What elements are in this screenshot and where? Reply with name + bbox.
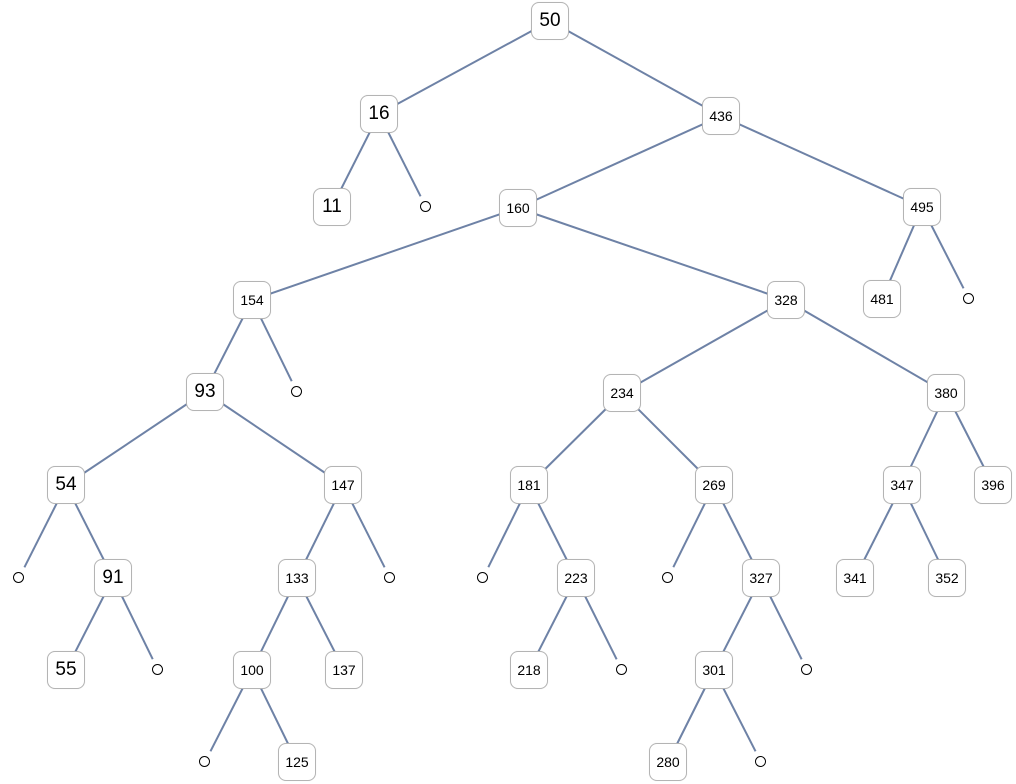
tree-node: 347 [883, 466, 921, 504]
tree-node: 223 [557, 559, 595, 597]
tree-node: 11 [313, 188, 351, 226]
tree-node: 137 [325, 651, 363, 689]
tree-node: 352 [928, 559, 966, 597]
tree-node: 481 [863, 280, 901, 318]
tree-node: 160 [499, 189, 537, 227]
empty-leaf-icon [662, 572, 673, 583]
tree-node: 91 [94, 559, 132, 597]
empty-leaf-icon [384, 572, 395, 583]
empty-leaf-icon [199, 756, 210, 767]
tree-edge [65, 391, 206, 486]
tree-node: 100 [233, 651, 271, 689]
tree-edge [251, 207, 519, 301]
empty-leaf-icon [616, 664, 627, 675]
tree-edge [720, 115, 923, 208]
tree-edge [204, 391, 344, 486]
tree-node: 50 [531, 2, 569, 40]
tree-node: 396 [974, 466, 1012, 504]
tree-node: 234 [603, 374, 641, 412]
empty-leaf-icon [420, 201, 431, 212]
tree-node: 380 [927, 374, 965, 412]
empty-leaf-icon [755, 756, 766, 767]
empty-leaf-icon [801, 664, 812, 675]
tree-node: 147 [324, 466, 362, 504]
tree-node: 269 [695, 466, 733, 504]
tree-node: 301 [695, 651, 733, 689]
tree-node: 341 [836, 559, 874, 597]
tree-node: 327 [742, 559, 780, 597]
tree-node: 125 [278, 743, 316, 781]
empty-leaf-icon [291, 386, 302, 397]
tree-node: 54 [47, 466, 85, 504]
tree-node: 154 [233, 281, 271, 319]
empty-leaf-icon [152, 664, 163, 675]
tree-edge [378, 20, 551, 115]
tree-node: 55 [47, 651, 85, 689]
tree-node: 280 [649, 743, 687, 781]
tree-node: 16 [360, 95, 398, 133]
tree-edge [517, 115, 722, 209]
empty-leaf-icon [963, 293, 974, 304]
tree-node: 181 [510, 466, 548, 504]
tree-node: 436 [702, 97, 740, 135]
empty-leaf-icon [13, 572, 24, 583]
tree-node: 93 [186, 373, 224, 411]
tree-node: 133 [278, 559, 316, 597]
tree-edge [621, 299, 787, 394]
tree-edge [785, 299, 947, 394]
tree-node: 218 [510, 651, 548, 689]
tree-edge [517, 207, 787, 301]
tree-edge [549, 20, 722, 117]
tree-node: 328 [767, 281, 805, 319]
tree-node: 495 [903, 188, 941, 226]
empty-leaf-icon [477, 572, 488, 583]
